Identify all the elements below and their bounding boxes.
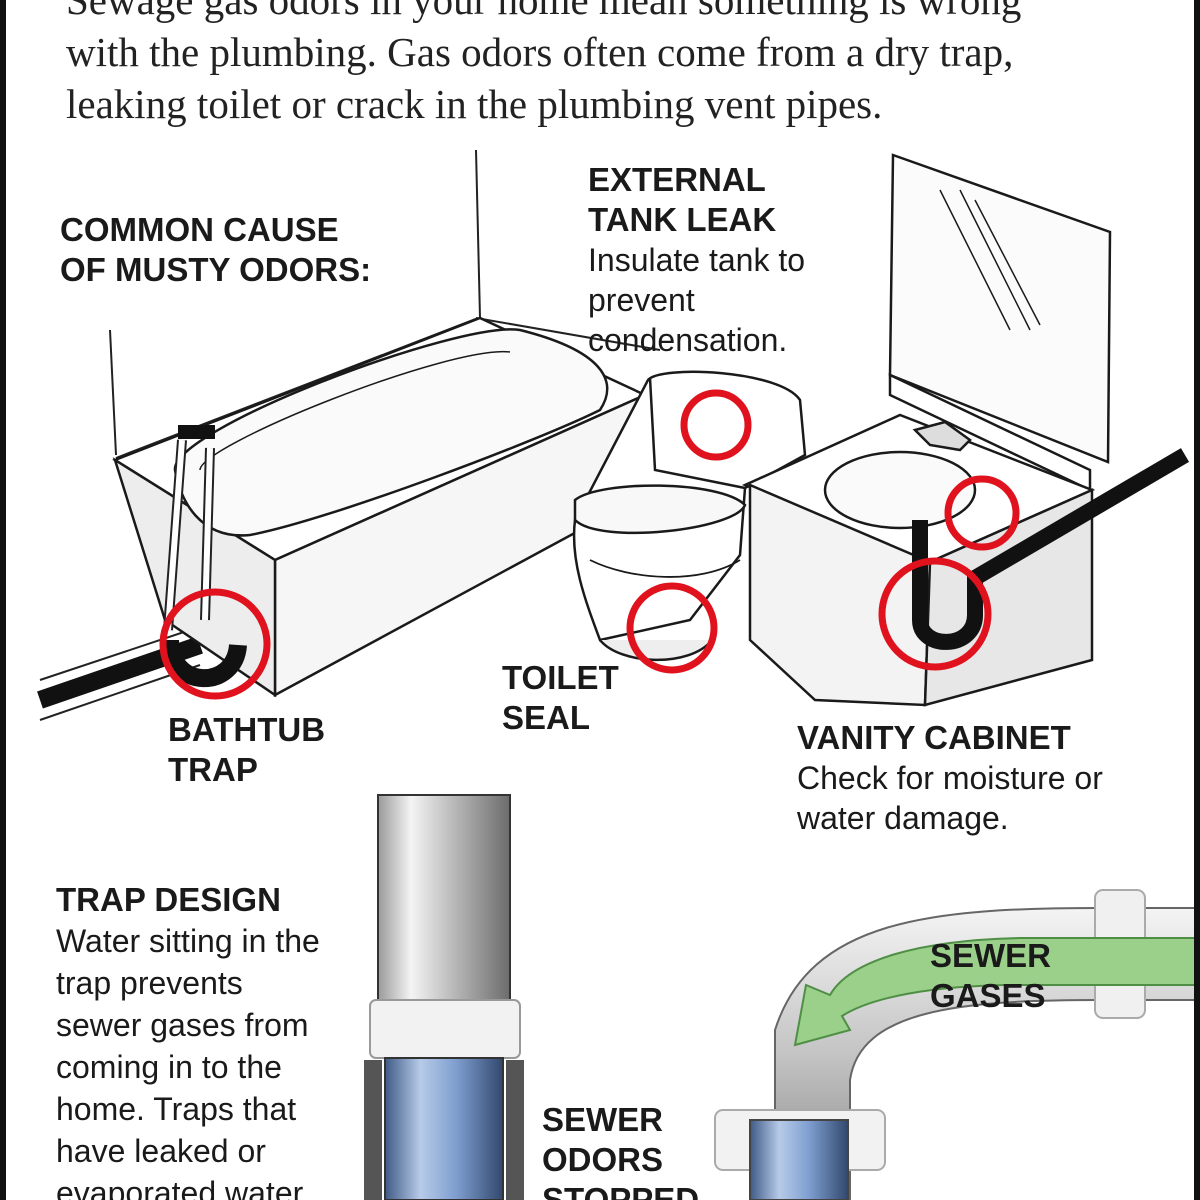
common-cause-label: COMMON CAUSE OF MUSTY ODORS: [60,210,371,290]
left-border [0,0,6,1200]
vanity-callout: VANITY CABINET Check for moisture or wat… [797,718,1103,838]
tank-leak-callout: EXTERNAL TANK LEAK Insulate tank to prev… [588,160,805,360]
trap-design-text: home. Traps that [56,1091,297,1127]
vanity-drain-highlight [944,475,1020,551]
trap-design-text: sewer gases from [56,1007,309,1043]
sewer-odors-line: SEWER [542,1101,664,1138]
vertical-pipe-cutaway [364,794,524,1200]
vanity-cabinet [741,153,1190,707]
common-cause-line: COMMON CAUSE [60,211,339,248]
vanity-title: VANITY CABINET [797,719,1071,756]
sewer-gases-line: SEWER [930,937,1052,974]
sewer-gases-label: SEWER GASES [930,936,1051,1016]
tank-leak-title: EXTERNAL [588,161,766,198]
tank-leak-text: condensation. [588,322,788,358]
trap-design-text: have leaked or [56,1133,266,1169]
toilet-seal-line: SEAL [502,699,591,736]
elbow-pipe-cutaway [714,889,1200,1200]
sewer-odors-line: STOPPED [542,1181,700,1200]
tank-leak-title: TANK LEAK [588,201,777,238]
sewer-odors-label: SEWER ODORS STOPPED [542,1100,699,1200]
common-cause-line: OF MUSTY ODORS: [60,251,372,288]
trap-design-text: trap prevents [56,965,243,1001]
sewer-odors-line: ODORS [542,1141,664,1178]
intro-paragraph: Sewage gas odors in your home mean somet… [66,0,1146,130]
bathtub-trap-line: BATHTUB [168,711,326,748]
vanity-trap-highlight [878,557,992,671]
tank-leak-text: prevent [588,282,695,318]
trap-design-text: evaporated water [56,1175,304,1200]
toilet-seal-highlight [626,582,718,674]
bathtub-trap-line: TRAP [168,751,258,788]
highlight-circles [159,389,1020,700]
sewer-gases-line: GASES [930,977,1046,1014]
trap-design-callout: TRAP DESIGN Water sitting in the trap pr… [56,880,320,1200]
intro-line: with the plumbing. Gas odors often come … [66,29,1014,75]
toilet-seal-label: TOILET SEAL [502,658,619,738]
intro-line: Sewage gas odors in your home mean somet… [66,0,1022,23]
tank-leak-text: Insulate tank to [588,242,806,278]
bathtub-trap-highlight [159,588,271,700]
vanity-text: Check for moisture or [797,760,1103,796]
bathtub-trap-label: BATHTUB TRAP [168,710,325,790]
right-border [1194,0,1200,1200]
intro-line: leaking toilet or crack in the plumbing … [66,81,883,127]
toilet-seal-line: TOILET [502,659,619,696]
bathtub [112,316,649,698]
trap-design-title: TRAP DESIGN [56,881,281,918]
tank-leak-highlight [680,389,752,461]
trap-design-text: coming in to the [56,1049,282,1085]
vanity-text: water damage. [797,800,1009,836]
trap-design-text: Water sitting in the [56,923,320,959]
